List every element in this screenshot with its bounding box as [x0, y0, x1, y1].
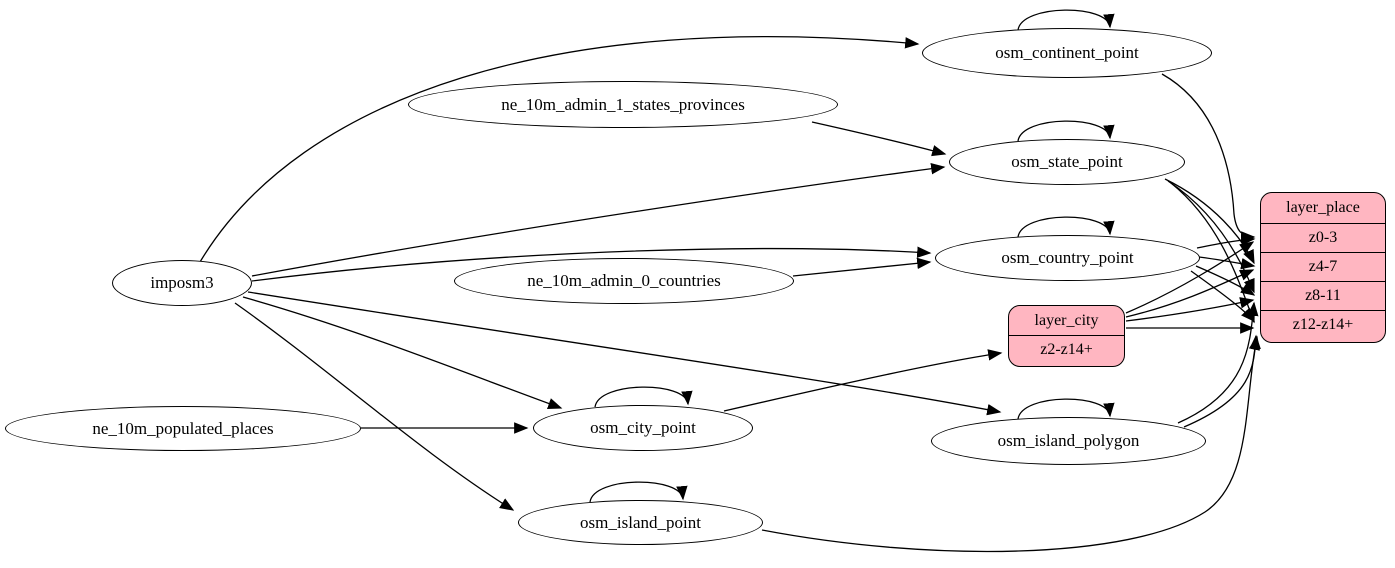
node-ne-10m-populated-places: ne_10m_populated_places — [5, 406, 361, 451]
node-osm-city-point-label: osm_city_point — [590, 418, 696, 437]
edge-imposm3-osm-continent-point — [199, 35, 920, 263]
edge-self-osm-state-point — [1017, 120, 1115, 142]
node-ne-10m-admin-0-countries: ne_10m_admin_0_countries — [454, 258, 794, 304]
layer-place-row-z4-7: z4-7 — [1261, 252, 1385, 281]
node-osm-island-point-label: osm_island_point — [580, 512, 701, 532]
edge-osm-island-polygon-layer-place-z12-z14 — [1183, 334, 1261, 428]
node-osm-country-point-label: osm_country_point — [1001, 248, 1134, 267]
node-ne-10m-admin-1-states-provinces-label: ne_10m_admin_1_states_provinces — [501, 94, 745, 114]
node-osm-state-point: osm_state_point — [949, 139, 1185, 185]
edge-imposm3-osm-state-point — [251, 163, 946, 277]
node-ne-10m-populated-places-label: ne_10m_populated_places — [92, 418, 274, 438]
node-imposm3-label: imposm3 — [150, 273, 214, 292]
node-osm-city-point: osm_city_point — [533, 405, 753, 451]
node-layer-place: layer_place z0-3 z4-7 z8-11 z12-z14+ — [1260, 192, 1386, 343]
layer-city-row-z2-z14: z2-z14+ — [1009, 335, 1124, 364]
edge-layer-city-layer-place-z0-3 — [1125, 241, 1255, 314]
node-osm-continent-point: osm_continent_point — [922, 28, 1212, 78]
node-ne-10m-admin-0-countries-label: ne_10m_admin_0_countries — [527, 271, 721, 290]
edge-imposm3-osm-island-polygon — [247, 291, 1002, 416]
edge-layer-city-layer-place-z8-11 — [1125, 297, 1255, 322]
edge-ne-10m-admin-0-osm-country-point — [792, 257, 932, 277]
edge-self-osm-island-point — [589, 481, 688, 503]
edge-imposm3-osm-island-point — [234, 302, 515, 511]
node-osm-continent-point-label: osm_continent_point — [995, 43, 1139, 62]
node-layer-city: layer_city z2-z14+ — [1008, 305, 1125, 367]
edge-osm-country-point-layer-place-z12-z14 — [1190, 270, 1255, 323]
node-osm-country-point: osm_country_point — [935, 235, 1200, 281]
edge-osm-state-point-layer-place-z4-7 — [1164, 178, 1255, 265]
layer-city-title: layer_city — [1034, 311, 1099, 329]
layer-place-row-z12-z14: z12-z14+ — [1261, 310, 1385, 339]
layer-place-title: layer_place — [1286, 199, 1360, 216]
edge-self-osm-city-point — [594, 386, 693, 408]
node-osm-state-point-label: osm_state_point — [1011, 152, 1123, 171]
edge-self-osm-island-polygon — [1017, 398, 1115, 420]
edge-osm-country-point-layer-place-z4-7 — [1198, 256, 1256, 270]
layer-place-row-z8-11: z8-11 — [1261, 281, 1385, 310]
edge-osm-continent-point-layer-place-z0-3 — [1161, 73, 1256, 243]
node-imposm3: imposm3 — [112, 260, 252, 306]
edge-osm-city-point-layer-city-z2-z14 — [723, 349, 1003, 412]
node-osm-island-point: osm_island_point — [518, 500, 763, 545]
edge-self-osm-continent-point — [1017, 9, 1115, 31]
edge-osm-island-point-layer-place-z12-z14 — [761, 335, 1261, 553]
edge-ne-10m-admin-1-osm-state-point — [811, 121, 947, 157]
edge-osm-island-polygon-layer-place-z8-11 — [1177, 301, 1259, 424]
node-ne-10m-admin-1-states-provinces: ne_10m_admin_1_states_provinces — [408, 81, 838, 128]
edge-osm-country-point-layer-place-z8-11 — [1195, 265, 1256, 296]
layer-place-row-z0-3: z0-3 — [1261, 223, 1385, 252]
node-osm-island-polygon: osm_island_polygon — [931, 417, 1206, 465]
edge-layer-city-layer-place-z4-7 — [1125, 269, 1255, 318]
node-osm-island-polygon-label: osm_island_polygon — [997, 431, 1140, 450]
edge-imposm3-osm-country-point — [251, 246, 932, 282]
edge-imposm3-osm-city-point — [242, 296, 563, 409]
edge-osm-state-point-layer-place-z8-11 — [1167, 180, 1255, 294]
edge-self-osm-country-point — [1017, 216, 1115, 238]
